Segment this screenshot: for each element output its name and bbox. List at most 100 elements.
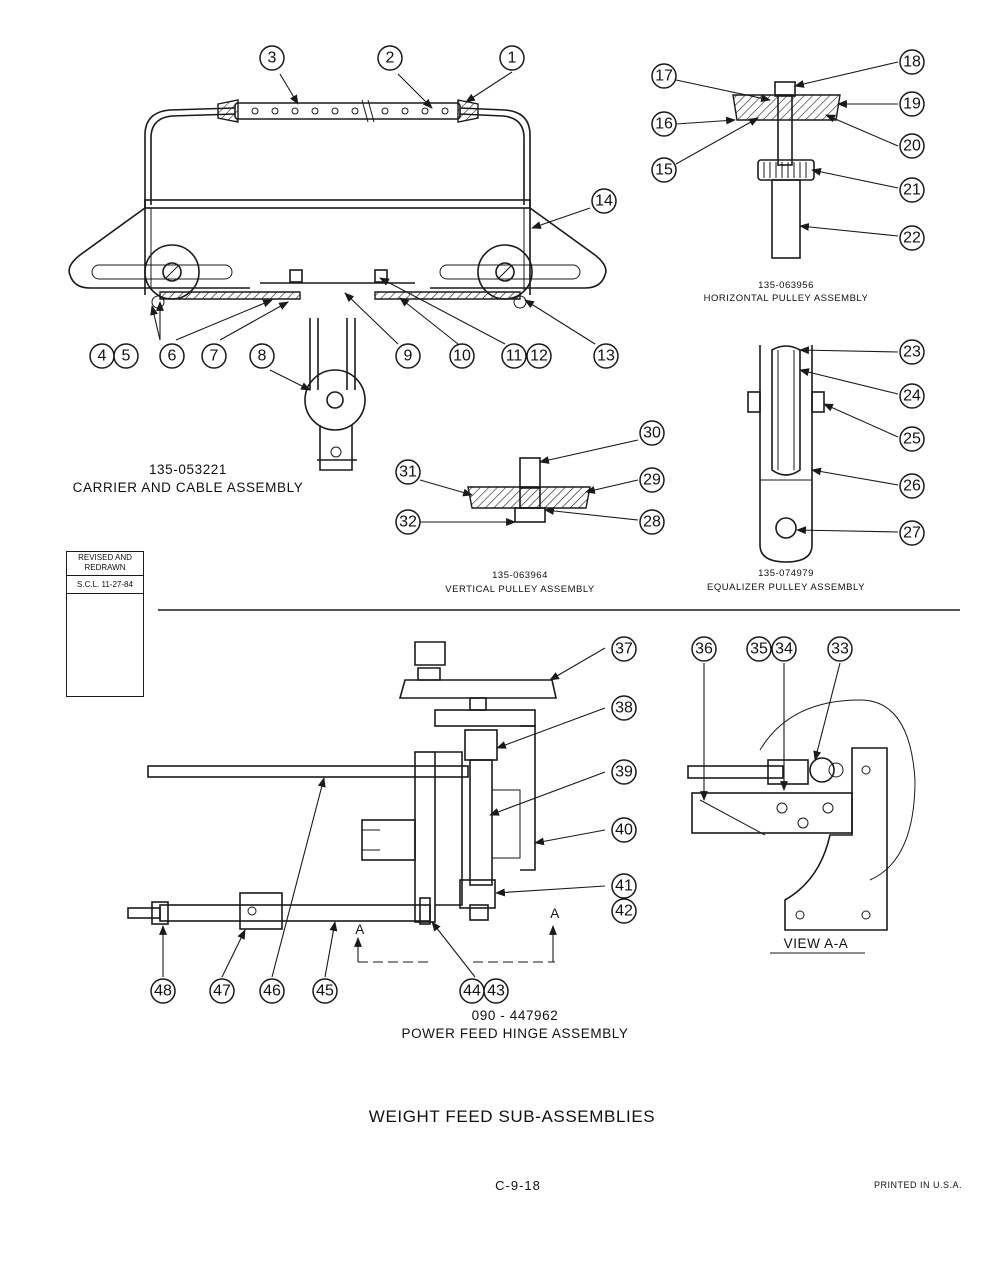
carrier-cable-assembly-drawing [68,99,607,471]
svg-text:11: 11 [506,348,523,365]
hinge-assembly-name: POWER FEED HINGE ASSEMBLY [401,1026,628,1041]
svg-text:35: 35 [750,641,768,658]
printed-in-usa: PRINTED IN U.S.A. [874,1180,962,1190]
carrier-assembly-name: CARRIER AND CABLE ASSEMBLY [73,480,304,495]
section-mark-right: A [550,906,560,921]
vertical-part-number: 135-063964 [492,570,548,581]
balloon-10: 10 [449,343,475,369]
balloon-44: 44 [459,978,485,1004]
svg-text:31: 31 [399,464,417,481]
balloon-43: 43 [483,978,509,1004]
balloon-34: 34 [771,636,797,662]
svg-text:28: 28 [643,514,661,531]
balloon-37: 37 [611,636,637,662]
svg-text:12: 12 [530,348,548,365]
balloon-42: 42 [611,898,637,924]
vertical-pulley-drawing [467,457,591,523]
balloon-29: 29 [639,467,665,493]
svg-text:44: 44 [463,983,481,1000]
svg-text:45: 45 [316,983,334,1000]
revision-line-1: REVISED AND [78,553,132,562]
svg-text:18: 18 [903,54,921,71]
balloon-24: 24 [899,383,925,409]
balloon-30: 30 [639,420,665,446]
svg-text:13: 13 [597,348,615,365]
balloon-47: 47 [209,978,235,1004]
svg-text:48: 48 [154,983,172,1000]
svg-text:37: 37 [615,641,633,658]
svg-text:38: 38 [615,700,633,717]
balloon-40: 40 [611,817,637,843]
svg-text:29: 29 [643,472,661,489]
horizontal-assembly-name: HORIZONTAL PULLEY ASSEMBLY [704,293,869,304]
svg-text:19: 19 [903,96,921,113]
roller-chain [217,99,479,123]
balloon-32: 32 [395,509,421,535]
balloon-16: 16 [651,111,677,137]
svg-text:16: 16 [655,116,673,133]
balloon-22: 22 [899,225,925,251]
svg-text:10: 10 [453,348,471,365]
svg-text:6: 6 [168,348,177,365]
view-a-a-drawing [687,699,916,954]
balloon-7: 7 [201,343,227,369]
view-a-a-label: VIEW A-A [784,936,849,951]
svg-text:5: 5 [122,348,131,365]
balloon-33: 33 [827,636,853,662]
balloon-38: 38 [611,695,637,721]
svg-text:1: 1 [508,50,517,67]
svg-text:30: 30 [643,425,661,442]
balloon-25: 25 [899,426,925,452]
svg-text:39: 39 [615,764,633,781]
horizontal-pulley-drawing [732,81,841,259]
vertical-assembly-name: VERTICAL PULLEY ASSEMBLY [445,584,595,595]
revision-block: REVISED AND REDRAWN S.C.L. 11-27-84 [66,551,144,697]
balloon-14: 14 [591,188,617,214]
balloon-17: 17 [651,63,677,89]
power-feed-hinge-drawing [127,641,557,963]
balloon-27: 27 [899,520,925,546]
svg-text:17: 17 [655,68,673,85]
leader-lines [150,61,899,978]
svg-text:22: 22 [903,230,921,247]
svg-text:2: 2 [386,50,395,67]
svg-text:20: 20 [903,138,921,155]
svg-text:33: 33 [831,641,849,658]
revision-line-2: REDRAWN [84,563,126,572]
svg-text:34: 34 [775,641,793,658]
svg-text:24: 24 [903,388,921,405]
balloon-13: 13 [593,343,619,369]
svg-text:26: 26 [903,478,921,495]
balloon-4: 4 [89,343,115,369]
svg-text:42: 42 [615,903,633,920]
revision-header: REVISED AND REDRAWN [67,552,143,576]
svg-text:3: 3 [268,50,277,67]
section-mark-left: A [355,922,365,937]
balloon-39: 39 [611,759,637,785]
svg-text:47: 47 [213,983,231,1000]
balloon-1: 1 [499,45,525,71]
svg-text:43: 43 [487,983,505,1000]
balloon-23: 23 [899,339,925,365]
equalizer-assembly-name: EQUALIZER PULLEY ASSEMBLY [707,582,865,593]
balloon-21: 21 [899,177,925,203]
balloon-3: 3 [259,45,285,71]
balloon-6: 6 [159,343,185,369]
svg-text:9: 9 [404,348,413,365]
svg-text:46: 46 [263,983,281,1000]
balloon-41: 41 [611,873,637,899]
page-number: C-9-18 [495,1178,541,1193]
svg-text:8: 8 [258,348,267,365]
equalizer-part-number: 135-074979 [758,568,814,579]
balloon-20: 20 [899,133,925,159]
svg-text:21: 21 [903,182,921,199]
balloon-5: 5 [113,343,139,369]
revision-date: S.C.L. 11-27-84 [67,576,143,594]
balloon-12: 12 [526,343,552,369]
balloon-2: 2 [377,45,403,71]
balloon-9: 9 [395,343,421,369]
svg-text:14: 14 [595,193,613,210]
sheet-title: WEIGHT FEED SUB-ASSEMBLIES [369,1107,655,1126]
balloon-45: 45 [312,978,338,1004]
